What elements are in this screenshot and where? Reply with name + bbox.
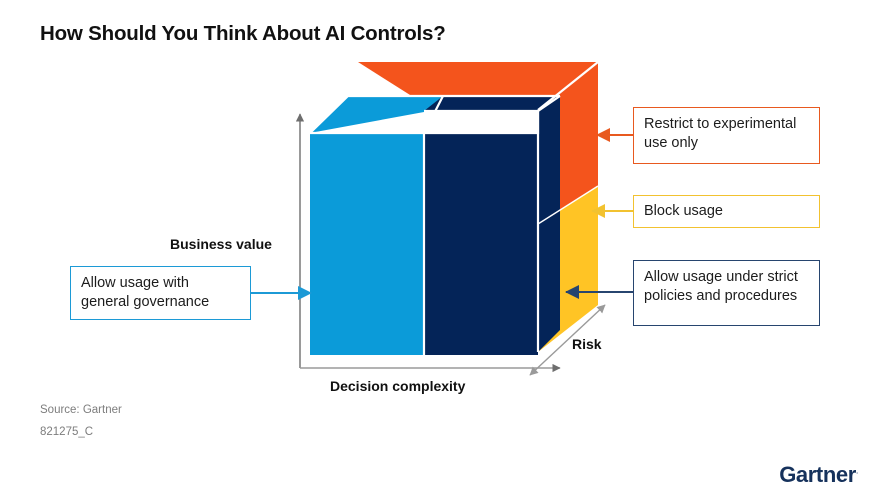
axis-label-risk: Risk: [572, 336, 602, 352]
gartner-trademark-icon: .: [855, 465, 859, 476]
cube-front-left-block: [310, 133, 424, 355]
callout-restrict-to-experimental-use: Restrict to experimental use only: [633, 107, 820, 164]
cube-front-right-block: [424, 133, 538, 355]
axis-risk: [529, 304, 606, 376]
cube-top-back-strip: [358, 62, 598, 100]
callout-allow-usage-general-governance: Allow usage with general governance: [70, 266, 251, 320]
cube-top-left-face: [310, 96, 538, 133]
callout-allow-usage-strict-policies: Allow usage under strict policies and pr…: [633, 260, 820, 326]
axis-label-decision-complexity: Decision complexity: [330, 378, 466, 394]
gartner-logo-text: Gartner: [779, 462, 856, 487]
callout-block-usage: Block usage: [633, 195, 820, 228]
source-line: Source: Gartner: [40, 404, 122, 416]
cube-top-right-face: [424, 96, 560, 352]
axis-label-business-value: Business value: [170, 236, 272, 252]
source-code: 821275_C: [40, 426, 94, 438]
gartner-logo: Gartner.: [779, 462, 858, 488]
page-title: How Should You Think About AI Controls?: [40, 22, 446, 45]
